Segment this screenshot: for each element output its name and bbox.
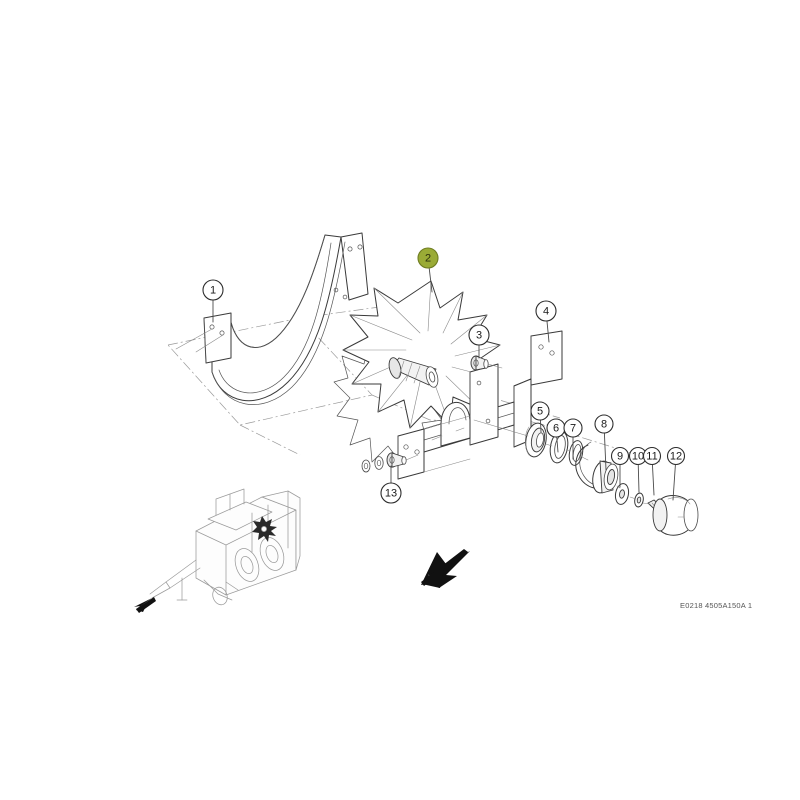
callout-balloon-7[interactable] (563, 418, 583, 438)
baler-machine-thumbnail (134, 488, 301, 613)
callout-9[interactable]: 9 (610, 446, 630, 488)
part-8-hub-with-spring (575, 441, 619, 494)
callout-5[interactable]: 5 (530, 401, 550, 433)
callout-balloon-8[interactable] (594, 414, 614, 434)
callout-balloon-12[interactable] (666, 446, 686, 466)
callout-number-12: 12 (670, 451, 682, 463)
callout-balloon-13[interactable] (380, 482, 402, 504)
assembly-trace-lines (473, 419, 685, 518)
callout-1[interactable]: 1 (202, 279, 224, 323)
callout-4[interactable]: 4 (535, 300, 557, 343)
callout-10[interactable]: 10 (628, 446, 648, 493)
callout-leader-8 (603, 432, 607, 471)
callout-leader-10 (637, 464, 640, 493)
part-10-small-washer (634, 492, 644, 508)
callout-11[interactable]: 11 (642, 446, 662, 496)
callout-13[interactable]: 13 (380, 465, 402, 504)
callout-6[interactable]: 6 (546, 418, 566, 453)
callout-leader-4 (546, 320, 550, 343)
callout-number-11: 11 (646, 451, 657, 463)
star-wheel-hub (388, 357, 439, 388)
callout-leader-6 (556, 436, 559, 453)
part-2-star-cutter-wheel (333, 280, 501, 463)
callout-balloon-9[interactable] (610, 446, 630, 466)
callout-number-4: 4 (543, 306, 549, 318)
callout-number-2: 2 (425, 253, 431, 265)
callout-3[interactable]: 3 (468, 324, 490, 359)
callout-number-6: 6 (553, 423, 559, 435)
callout-balloon-1[interactable] (202, 279, 224, 301)
callout-balloon-3[interactable] (468, 324, 490, 346)
callout-leader-2 (428, 267, 433, 293)
callout-number-9: 9 (617, 451, 623, 463)
callout-12[interactable]: 12 (666, 446, 686, 501)
callout-8[interactable]: 8 (594, 414, 614, 471)
part-1-curved-guard-band (175, 232, 369, 405)
callout-number-3: 3 (476, 330, 482, 342)
diagram-caption: E0218 4505A150A 1 (680, 601, 752, 610)
callout-balloon-5[interactable] (530, 401, 550, 421)
callout-leader-11 (651, 464, 655, 496)
callout-balloon-4[interactable] (535, 300, 557, 322)
callout-number-5: 5 (537, 406, 543, 418)
callout-leader-12 (672, 464, 676, 501)
callout-2[interactable]: 2 (417, 247, 439, 293)
callout-number-8: 8 (601, 419, 607, 431)
callout-7[interactable]: 7 (563, 418, 583, 460)
callout-leader-5 (539, 419, 542, 433)
part-12-end-cap (652, 495, 699, 536)
callout-number-1: 1 (210, 285, 216, 297)
callout-balloon-11[interactable] (642, 446, 662, 466)
travel-direction-arrow (421, 549, 470, 588)
part-9-flat-washer (614, 483, 630, 505)
part-3-hex-flange-bolt (470, 355, 503, 371)
callout-number-7: 7 (570, 423, 576, 435)
callout-balloon-2[interactable] (417, 247, 439, 269)
callout-number-13: 13 (385, 488, 397, 500)
callout-number-10: 10 (632, 451, 644, 463)
part-13-bolt-with-washers (361, 452, 419, 473)
